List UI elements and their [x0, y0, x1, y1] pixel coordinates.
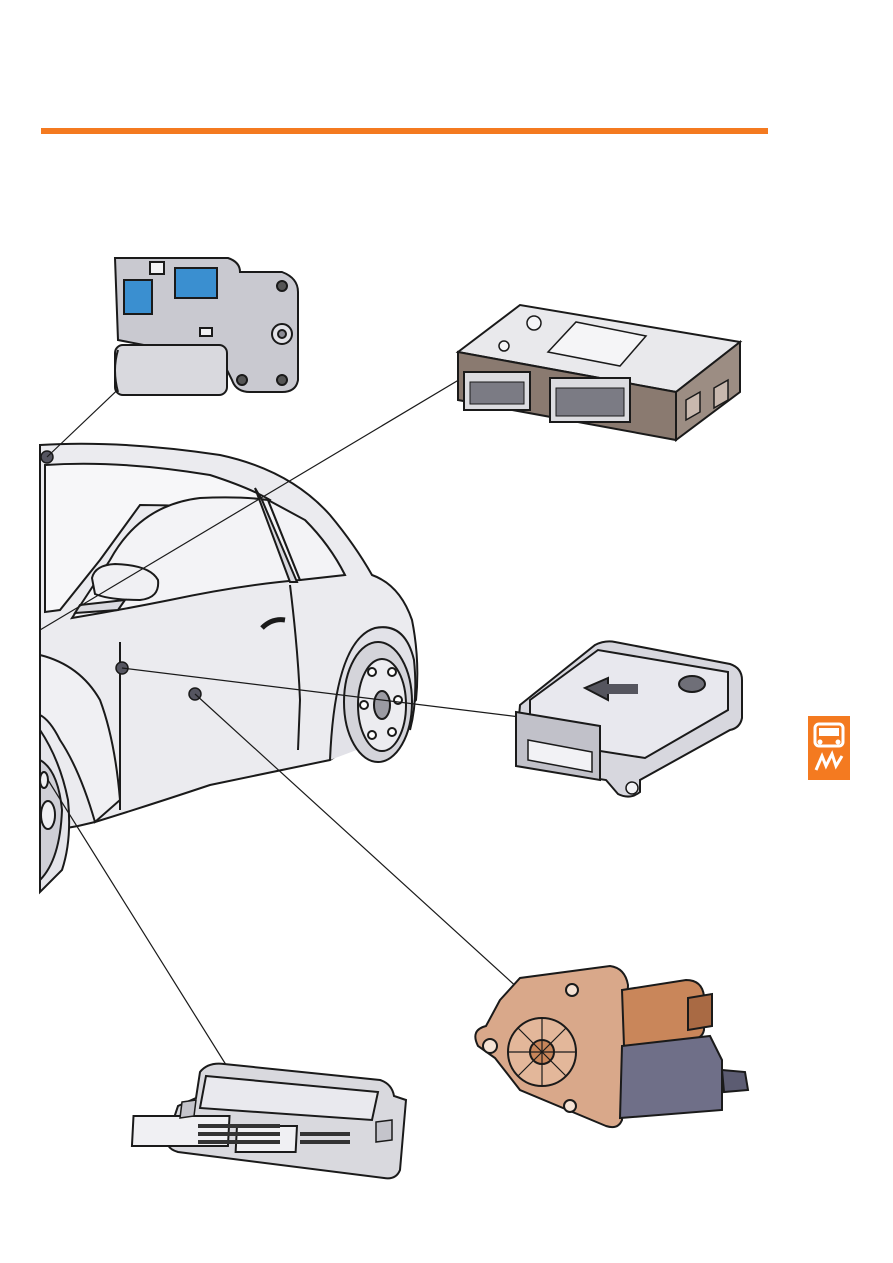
convenience-control-unit [455, 303, 743, 442]
rear-wheel [343, 641, 413, 763]
engine-control-unit [130, 1062, 408, 1180]
window-regulator-motor [474, 964, 750, 1129]
control-motor-unit [113, 257, 299, 396]
header-rule [41, 128, 768, 134]
leader-lines [39, 339, 521, 1069]
car-electrics-icon [808, 716, 850, 780]
airbag-control-unit [514, 640, 743, 798]
car-body [39, 442, 419, 895]
